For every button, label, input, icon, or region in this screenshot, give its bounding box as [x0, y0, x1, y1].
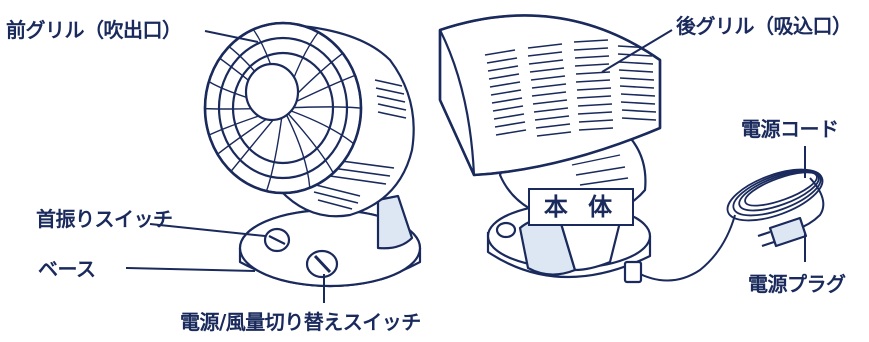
base-label: ベース	[38, 257, 96, 281]
swing-switch-label: 首振りスイッチ	[36, 207, 173, 231]
power-cord-line	[635, 214, 736, 282]
rear-grille-label: 後グリル（吸込口）	[676, 14, 852, 38]
left-fan	[203, 21, 422, 288]
cord-connector	[623, 260, 643, 284]
front-grille-label: 前グリル（吹出口）	[6, 18, 182, 42]
power-plug-label: 電源プラグ	[748, 272, 846, 296]
right-fan	[438, 14, 825, 284]
body-label: 本 体	[528, 188, 634, 226]
power-cord-label: 電源コード	[741, 117, 839, 141]
front-hub	[244, 62, 300, 122]
leader-lines	[125, 29, 806, 303]
power-airflow-switch-label: 電源/風量切り替えスイッチ	[180, 310, 421, 334]
cord-coil	[726, 168, 824, 222]
power-plug-body	[768, 216, 808, 248]
